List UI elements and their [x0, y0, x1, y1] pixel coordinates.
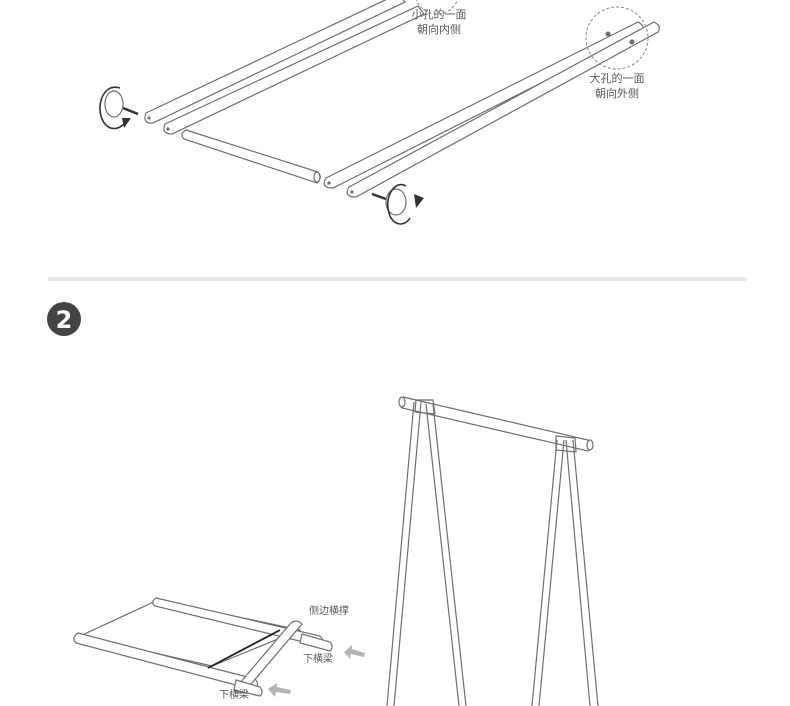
label-large-hole-line1: 大孔的一面 [590, 71, 645, 85]
label-small-hole-line1: 小孔的一面 [412, 7, 467, 21]
left-rail-pair [144, 0, 425, 135]
label-large-hole-line2: 朝向外侧 [595, 86, 639, 100]
step-number: 2 [56, 306, 73, 334]
label-lower-beam-lower: 下横梁 [219, 688, 249, 701]
label-small-hole-line2: 朝向内侧 [417, 22, 461, 36]
section-divider [48, 277, 746, 281]
label-side-brace: 侧边横撑 [309, 604, 349, 617]
right-rail-pair [323, 21, 660, 198]
label-lower-beam-upper: 下横梁 [303, 652, 333, 665]
right-rail-inner [346, 21, 660, 198]
detail-circle-large-hole [585, 6, 649, 70]
step2-badge: 2 [47, 302, 81, 336]
push-arrow-upper [344, 645, 365, 659]
left-rail-inner [163, 5, 425, 135]
right-rail-outer [323, 21, 644, 189]
step1-illustration: 小孔的一面 朝向内侧 大孔的一面 朝向外侧 [99, 0, 660, 225]
rack-frame [386, 396, 599, 706]
left-rail-outer [144, 0, 406, 124]
right-bolt-rotate-icon [371, 183, 424, 225]
base-assembly [73, 597, 365, 697]
cross-beam [181, 129, 321, 184]
push-arrow-lower [268, 683, 291, 697]
left-bolt-rotate-icon [99, 86, 139, 130]
